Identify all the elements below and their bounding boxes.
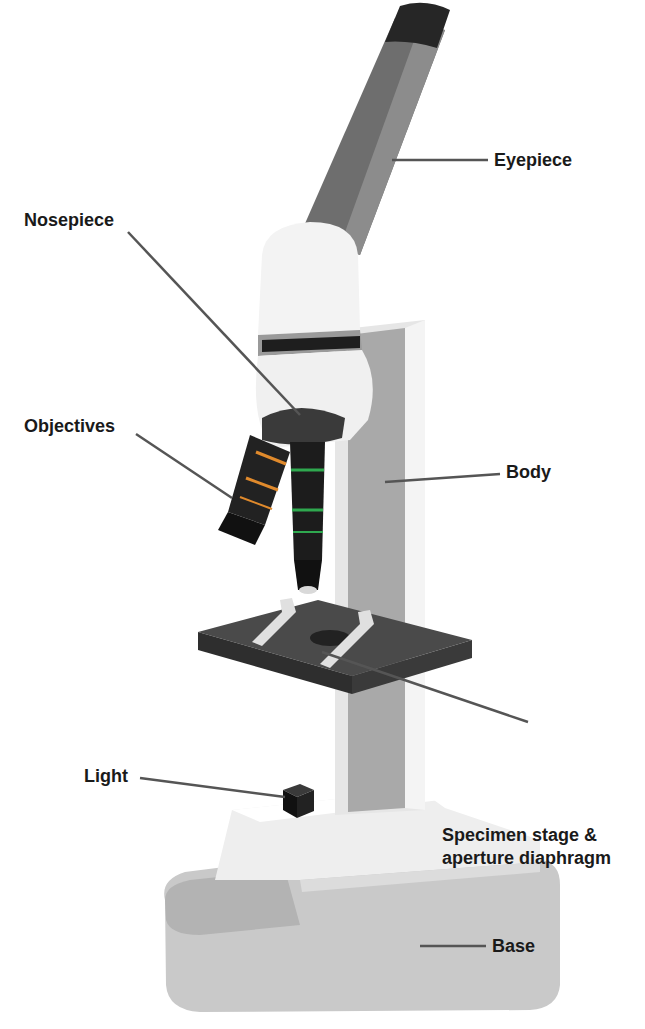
leader-line (128, 232, 300, 415)
leader-line (420, 945, 486, 948)
eyepiece-cap (385, 3, 450, 48)
leader-line (322, 652, 528, 722)
leader-line (136, 434, 232, 498)
part-label: Eyepiece (494, 149, 572, 172)
leader-line (392, 159, 488, 162)
head-top (258, 222, 360, 335)
stage-clip (252, 598, 296, 646)
part-label: Nosepiece (24, 209, 114, 232)
nosepiece-disc (262, 408, 345, 445)
head-ring (262, 336, 360, 352)
leader-line (140, 778, 285, 797)
part-label: Body (506, 461, 551, 484)
part-label: Base (492, 935, 535, 958)
eyepiece-stripe (340, 24, 445, 255)
light-source (283, 784, 314, 818)
specimen-stage (198, 598, 472, 694)
head-lower (256, 350, 373, 448)
eyepiece-tube (300, 18, 445, 255)
part-label: Light (84, 765, 128, 788)
objective-left (218, 435, 290, 545)
leader-line (385, 474, 500, 482)
objective-right (290, 442, 325, 594)
part-label: Specimen stage & aperture diaphragm (442, 824, 632, 869)
part-label: Objectives (24, 415, 115, 438)
arm-edge (405, 320, 425, 810)
base-shape (164, 860, 560, 1012)
